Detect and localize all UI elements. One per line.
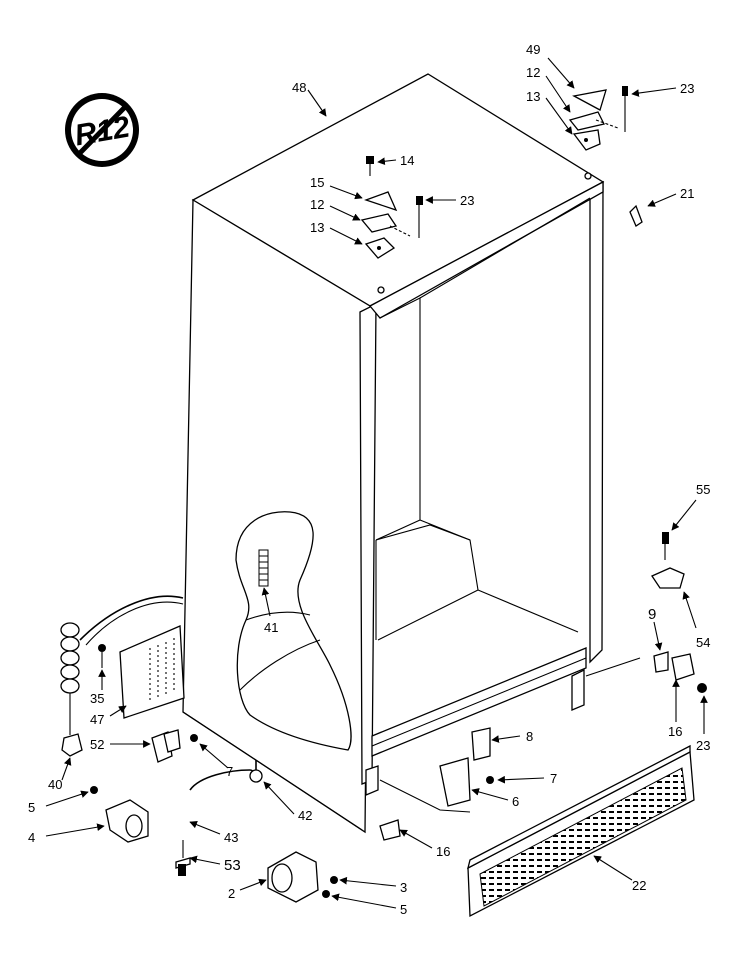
callout-label: 53 (224, 857, 241, 874)
callout-label: 43 (224, 830, 238, 845)
r12-refrigerant-logo: R12 (65, 93, 139, 167)
callout-label: 49 (526, 42, 540, 57)
callout-label: 23 (460, 193, 474, 208)
part-21-clip (629, 204, 643, 227)
callout-leaders (45, 57, 708, 909)
callout-label: 13 (310, 220, 324, 235)
callout-label: 2 (228, 886, 235, 901)
callout-label: 22 (632, 878, 646, 893)
callout-label: 12 (526, 65, 540, 80)
callout-label: 6 (512, 794, 519, 809)
callout-label: 55 (696, 482, 710, 497)
callout-label: 47 (90, 712, 104, 727)
lower-right-hinge-parts (651, 532, 707, 693)
callout-labels: 48 49 12 13 23 14 15 12 13 23 21 55 54 9… (28, 42, 710, 917)
side-panel-cutaway (235, 511, 352, 751)
callout-label: 15 (310, 175, 324, 190)
bottom-right-parts (379, 727, 494, 841)
callout-label: 23 (680, 81, 694, 96)
callout-label: 16 (668, 724, 682, 739)
callout-label: 40 (48, 777, 62, 792)
callout-label: 5 (28, 800, 35, 815)
callout-label: 8 (526, 729, 533, 744)
base-grille (467, 744, 695, 918)
callout-label: 23 (696, 738, 710, 753)
cabinet (182, 73, 641, 834)
bottom-left-parts (90, 729, 338, 903)
callout-label: 3 (400, 880, 407, 895)
callout-label: 42 (298, 808, 312, 823)
top-left-hinge-assembly (360, 156, 423, 294)
callout-label: 48 (292, 80, 306, 95)
callout-label: 21 (680, 186, 694, 201)
callout-label: 54 (696, 635, 710, 650)
callout-label: 7 (550, 771, 557, 786)
callout-label: 52 (90, 737, 104, 752)
top-right-hinge-assembly (568, 86, 628, 180)
callout-label: 12 (310, 197, 324, 212)
callout-label: 5 (400, 902, 407, 917)
callout-label: 4 (28, 830, 35, 845)
callout-label: 7 (226, 764, 233, 779)
callout-label: 9 (648, 606, 656, 623)
callout-label: 14 (400, 153, 414, 168)
callout-label: 41 (264, 620, 278, 635)
callout-label: 13 (526, 89, 540, 104)
callout-label: 35 (90, 691, 104, 706)
power-cord-and-electrical (60, 595, 185, 757)
callout-label: 16 (436, 844, 450, 859)
